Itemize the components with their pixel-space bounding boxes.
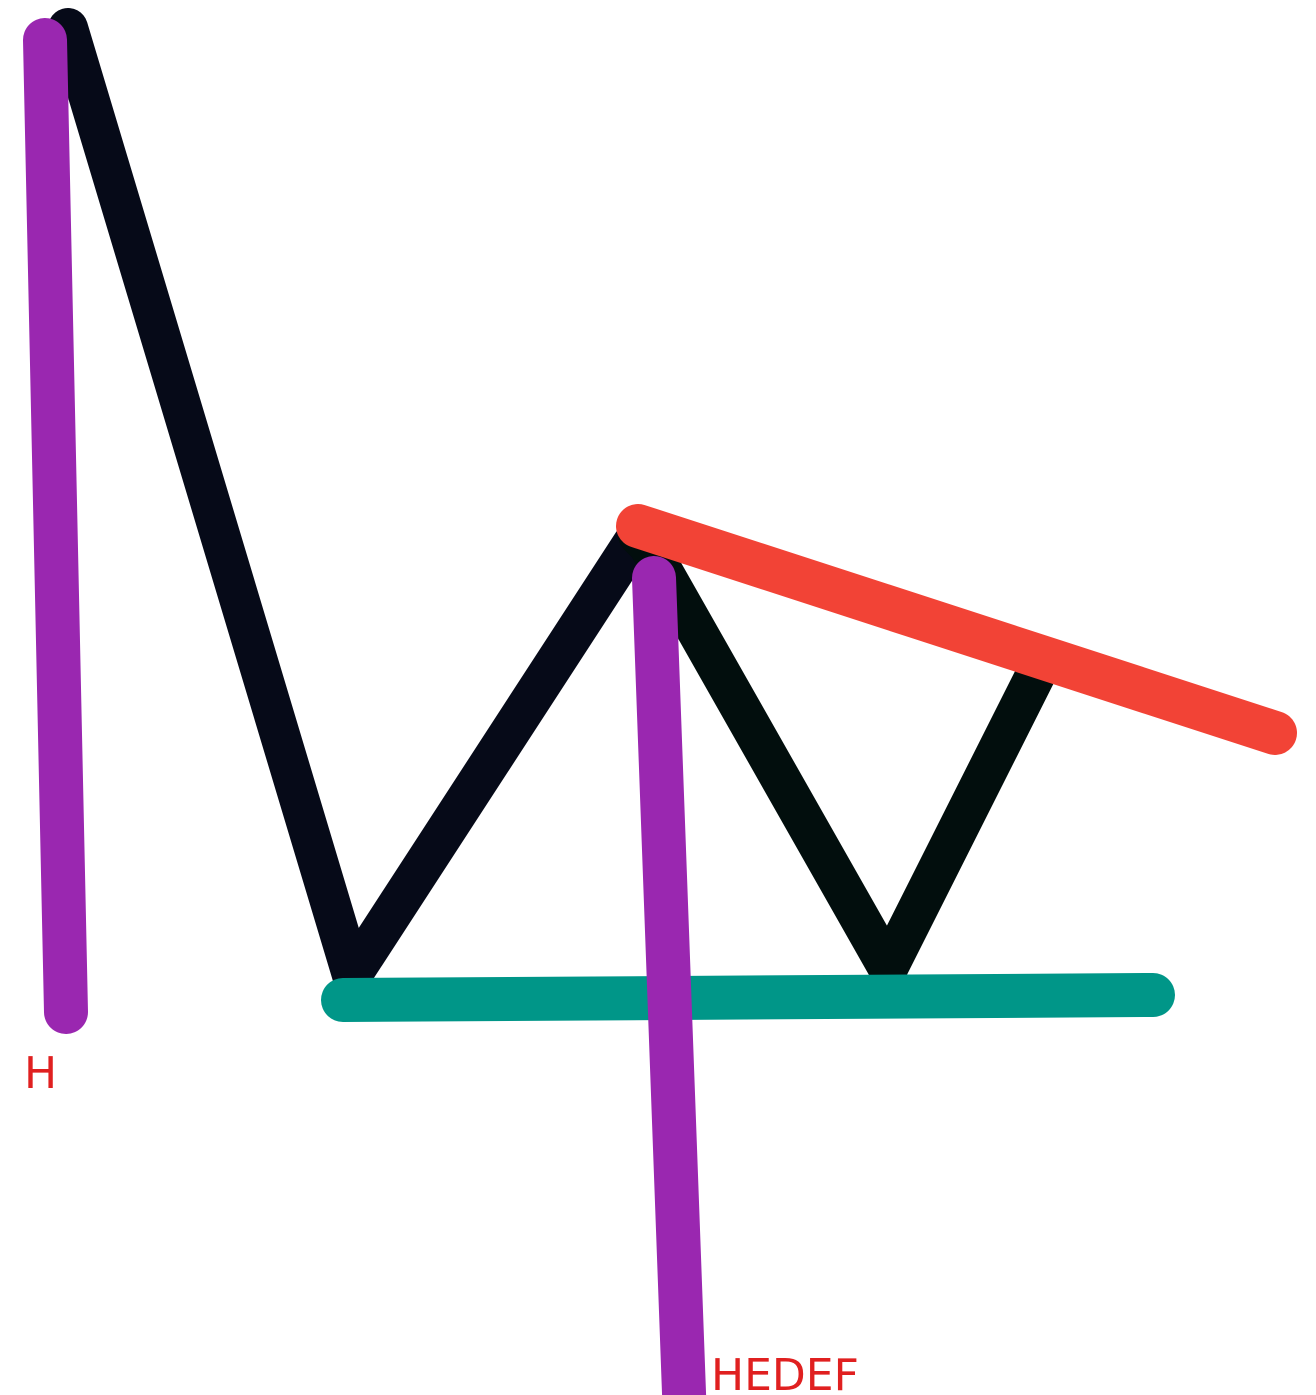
height-measure-line — [23, 18, 88, 1034]
target-projection-line — [632, 556, 707, 1395]
height-label: H — [24, 1048, 57, 1099]
target-label: HEDEF — [711, 1350, 859, 1395]
price-path-left — [48, 8, 658, 995]
support-line — [321, 973, 1175, 1022]
resistance-line — [616, 504, 1297, 755]
